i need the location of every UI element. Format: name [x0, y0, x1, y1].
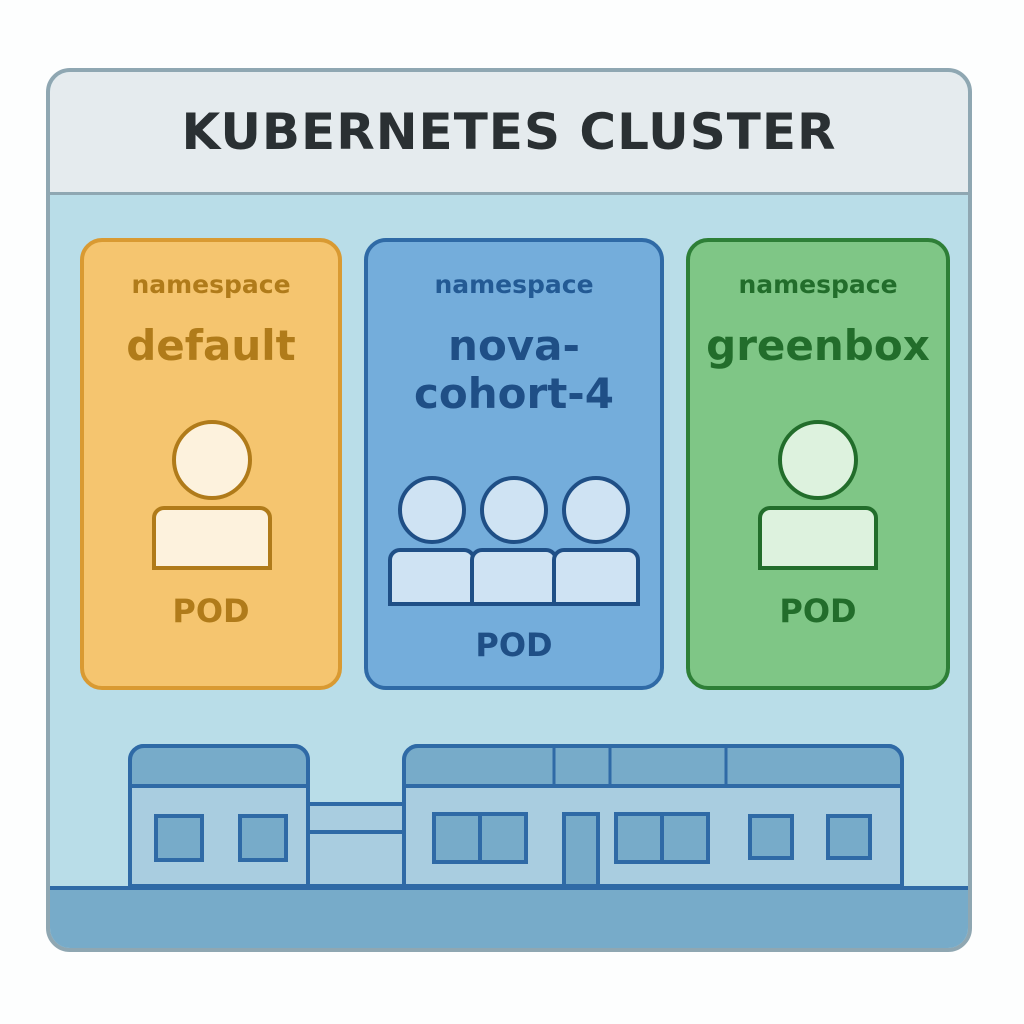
namespace-label: namespace — [434, 270, 594, 299]
cluster-header: KUBERNETES CLUSTER — [50, 72, 968, 195]
pod-label: POD — [779, 592, 857, 630]
namespace-label: namespace — [131, 270, 291, 299]
namespace-name: nova- cohort-4 — [368, 322, 660, 418]
person-icon — [470, 476, 558, 606]
namespace-name-line-2: cohort-4 — [414, 369, 614, 418]
namespace-greenbox[interactable]: namespace greenbox POD — [686, 238, 950, 690]
building-icon — [50, 744, 968, 948]
person-icon — [552, 476, 640, 606]
person-icon — [152, 420, 272, 570]
cluster-title: KUBERNETES CLUSTER — [181, 103, 837, 161]
pod-label: POD — [172, 592, 250, 630]
person-icon — [388, 476, 476, 606]
namespace-default[interactable]: namespace default POD — [80, 238, 342, 690]
pod-label: POD — [475, 626, 553, 664]
namespace-name-line-1: nova- — [448, 321, 580, 370]
kubernetes-cluster: KUBERNETES CLUSTER namespace default POD… — [46, 68, 972, 952]
namespace-name: default — [126, 321, 296, 370]
namespace-nova-cohort-4[interactable]: namespace nova- cohort-4 POD — [364, 238, 664, 690]
namespace-name: greenbox — [706, 321, 930, 370]
namespace-label: namespace — [738, 270, 898, 299]
person-group-icon — [388, 476, 640, 606]
person-icon — [758, 420, 878, 570]
